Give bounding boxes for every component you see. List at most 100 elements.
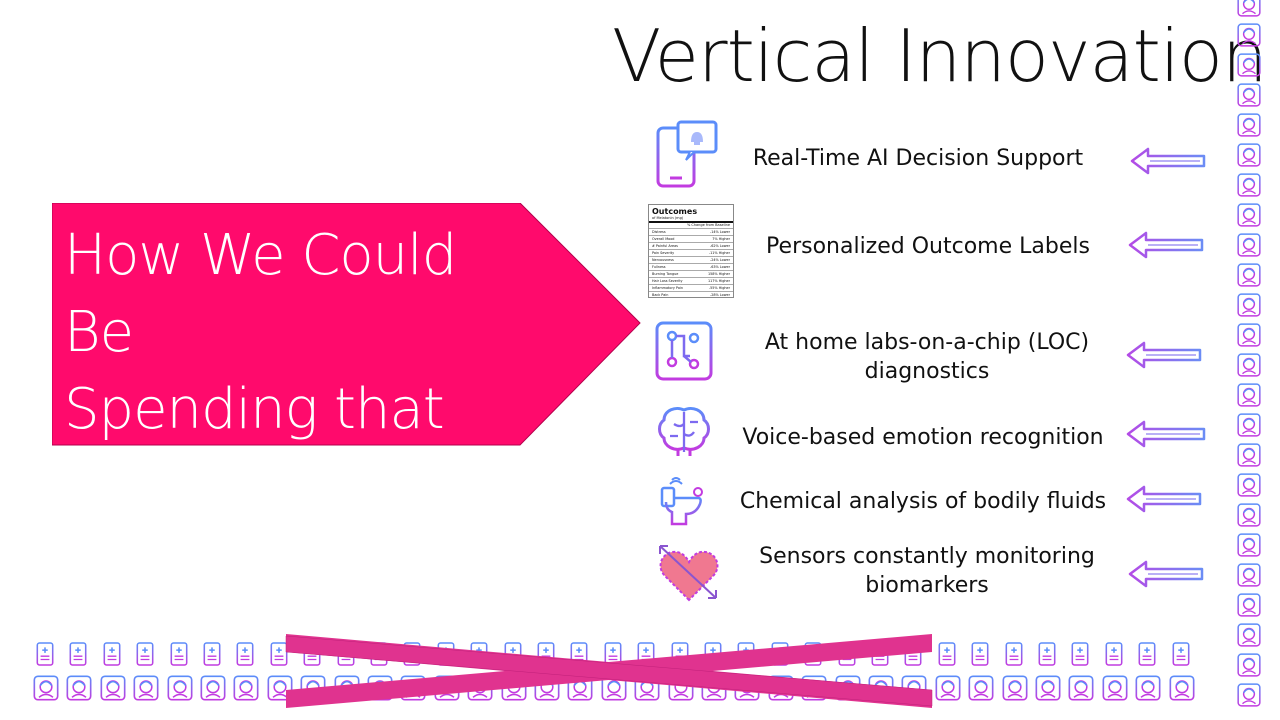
clipboard-icon (737, 642, 755, 666)
patient-icon (1237, 383, 1261, 407)
item-label-sensors-line-2: biomarkers (865, 573, 989, 598)
outcome-label-value: -28% Lower (710, 293, 730, 297)
outcome-label-metric: Overall Mood (652, 237, 675, 241)
clipboard-icon (1071, 642, 1089, 666)
patient-icon (1237, 503, 1261, 527)
patient-icon (1102, 675, 1128, 701)
patient-icon (233, 675, 259, 701)
outcome-label-icon: Outcomes of Melatonin (mg) % Change from… (648, 204, 734, 298)
outcome-label-row: # Painful Areas -62% Lower (649, 242, 733, 249)
item-label-ai-decision-text: Real-Time AI Decision Support (752, 146, 1084, 171)
outcome-label-value: -14% Lower (710, 230, 730, 234)
item-label-lab-chip: At home labs-on-a-chip (LOC) diagnostics (726, 328, 1128, 386)
outcome-label-value: 7% Higher (712, 237, 730, 241)
clipboard-icon (671, 642, 689, 666)
outcome-label-metric: Distress (652, 230, 666, 234)
item-label-voice-emotion-text: Voice-based emotion recognition (742, 425, 1104, 450)
patient-icon (1237, 293, 1261, 317)
patient-icon (868, 675, 894, 701)
outcome-label-metric: Burning Tongue (652, 272, 679, 276)
callout-line-1: How We Could Be (64, 223, 457, 365)
patient-icon (768, 675, 794, 701)
callout-line-3: $157 Billion (64, 454, 382, 519)
item-label-lab-chip-line-2: diagnostics (864, 359, 990, 384)
clipboard-icon (103, 642, 121, 666)
outcome-label-row: Overall Mood 7% Higher (649, 235, 733, 242)
item-label-chemical-analysis: Chemical analysis of bodily fluids (722, 487, 1124, 516)
outcome-label-value: 117% Higher (707, 279, 730, 283)
clipboard-icon-row (30, 640, 1210, 670)
patient-icon (634, 675, 660, 701)
clipboard-icon (971, 642, 989, 666)
arrow-left-icon (1128, 560, 1204, 588)
clipboard-icon (69, 642, 87, 666)
outcome-label-metric: Back Pain (652, 293, 669, 297)
patient-icon (1237, 443, 1261, 467)
patient-icon-row (30, 674, 1210, 704)
outcome-label-metric: # Painful Areas (652, 244, 678, 248)
patient-icon (400, 675, 426, 701)
clipboard-icon (804, 642, 822, 666)
patient-icon (200, 675, 226, 701)
patient-icon (501, 675, 527, 701)
clipboard-icon (303, 642, 321, 666)
item-label-outcome-labels: Personalized Outcome Labels (742, 232, 1114, 261)
patient-icon (1237, 473, 1261, 497)
outcome-label-metric: Fullness (652, 265, 666, 269)
arrow-left-icon (1126, 341, 1202, 369)
patient-icon (1002, 675, 1028, 701)
item-label-outcome-labels-text: Personalized Outcome Labels (766, 234, 1090, 259)
patient-icon (167, 675, 193, 701)
clipboard-icon (938, 642, 956, 666)
patient-icon (1237, 23, 1261, 47)
outcome-label-metric: Inflammatory Pain (652, 286, 683, 290)
patient-icon (1237, 0, 1261, 17)
patient-icon (33, 675, 59, 701)
item-label-chemical-analysis-text: Chemical analysis of bodily fluids (739, 489, 1107, 514)
patient-icon (968, 675, 994, 701)
toilet-icon (660, 474, 704, 528)
patient-icon (267, 675, 293, 701)
patient-icon (801, 675, 827, 701)
clipboard-icon (170, 642, 188, 666)
heart-sensor-icon (656, 542, 722, 604)
outcome-label-metric: Pain Severity (652, 251, 675, 255)
callout-line-2: Spending that (64, 377, 445, 442)
arrow-left-icon (1126, 485, 1202, 513)
patient-icon (66, 675, 92, 701)
outcome-label-value: -62% Lower (710, 244, 730, 248)
item-label-ai-decision: Real-Time AI Decision Support (720, 144, 1116, 173)
patient-icon (100, 675, 126, 701)
outcome-label-row: Pain Severity -11% Higher (649, 249, 733, 256)
clipboard-icon (1172, 642, 1190, 666)
clipboard-icon (838, 642, 856, 666)
outcome-label-value: -24% Lower (710, 258, 730, 262)
clipboard-icon (36, 642, 54, 666)
clipboard-icon (1105, 642, 1123, 666)
patient-icon (1237, 353, 1261, 377)
clipboard-icon (270, 642, 288, 666)
patient-icon (1237, 623, 1261, 647)
tablet-alert-icon (654, 120, 718, 188)
patient-icon (734, 675, 760, 701)
arrow-left-icon (1126, 420, 1206, 448)
lab-chip-icon (654, 320, 714, 382)
clipboard-icon (403, 642, 421, 666)
callout-arrow: How We Could Be Spending that $157 Billi… (52, 203, 652, 519)
clipboard-icon (504, 642, 522, 666)
clipboard-icon (604, 642, 622, 666)
patient-icon (1237, 233, 1261, 257)
patient-icon (1237, 593, 1261, 617)
outcome-label-value: -11% Higher (708, 251, 730, 255)
patient-icon (567, 675, 593, 701)
item-label-voice-emotion: Voice-based emotion recognition (722, 423, 1124, 452)
outcome-label-value: -55% Higher (708, 286, 730, 290)
clipboard-icon (470, 642, 488, 666)
outcome-label-subheading: of Melatonin (mg) (649, 216, 733, 223)
patient-icon (1237, 263, 1261, 287)
outcome-label-heading: Outcomes (652, 207, 698, 216)
outcome-label-row: Nervousness-24% Lower (649, 256, 733, 263)
